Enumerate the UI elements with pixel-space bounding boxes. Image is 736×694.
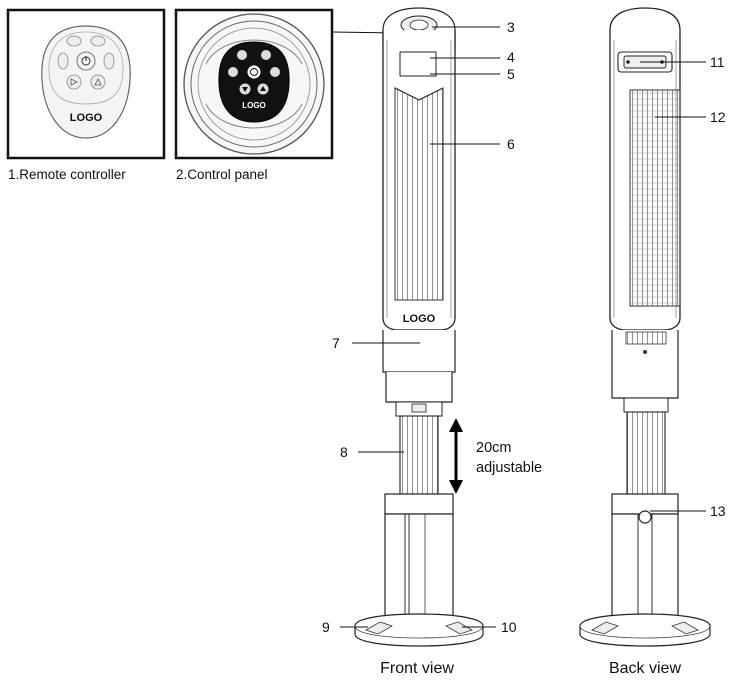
control-panel-inset: LOGO	[174, 8, 334, 160]
remote-logo: LOGO	[70, 112, 103, 124]
callout-8: 8	[340, 444, 348, 460]
adjust-word-text: adjustable	[476, 460, 542, 476]
front-air-outlet	[394, 87, 444, 301]
remote-inset: LOGO	[6, 8, 166, 160]
back-view-fan	[579, 7, 711, 647]
callout-10: 10	[501, 619, 517, 635]
front-view-label: Front view	[380, 660, 454, 677]
front-base	[354, 613, 484, 647]
height-lock-knob	[638, 510, 652, 524]
leader-lines	[340, 26, 706, 628]
callout-5: 5	[507, 66, 515, 82]
panel-caption: 2.Control panel	[176, 167, 268, 182]
callout-3: 3	[507, 19, 515, 35]
display-window	[399, 51, 437, 77]
front-logo: LOGO	[403, 313, 436, 325]
control-panel-keypad: LOGO	[218, 41, 290, 123]
panel-logo: LOGO	[242, 101, 266, 110]
callout-4: 4	[507, 49, 515, 65]
callout-6: 6	[507, 136, 515, 152]
back-view-label: Back view	[609, 660, 681, 677]
callout-12: 12	[710, 109, 726, 125]
telescopic-pole	[399, 415, 439, 495]
back-base	[579, 613, 711, 647]
front-view-fan: LOGO	[354, 7, 484, 647]
remote-body: LOGO	[41, 25, 131, 139]
remote-caption: 1.Remote controller	[8, 167, 126, 182]
adjust-height-text: 20cm	[476, 440, 511, 456]
callout-13: 13	[710, 503, 726, 519]
callout-9: 9	[322, 619, 330, 635]
callout-11: 11	[710, 54, 725, 70]
height-adjust-arrow	[449, 418, 463, 494]
callout-7: 7	[332, 335, 340, 351]
